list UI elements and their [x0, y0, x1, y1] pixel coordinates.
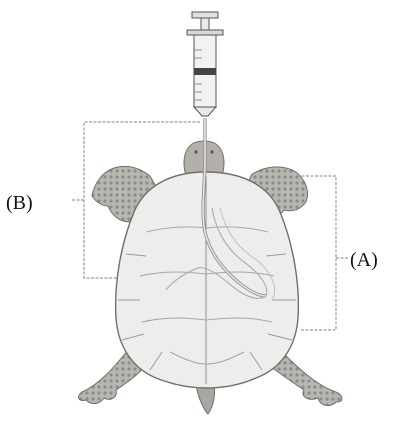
- syringe-icon: [187, 12, 223, 116]
- label-b: (B): [6, 193, 33, 213]
- carapace: [116, 172, 299, 388]
- label-a: (A): [350, 250, 378, 270]
